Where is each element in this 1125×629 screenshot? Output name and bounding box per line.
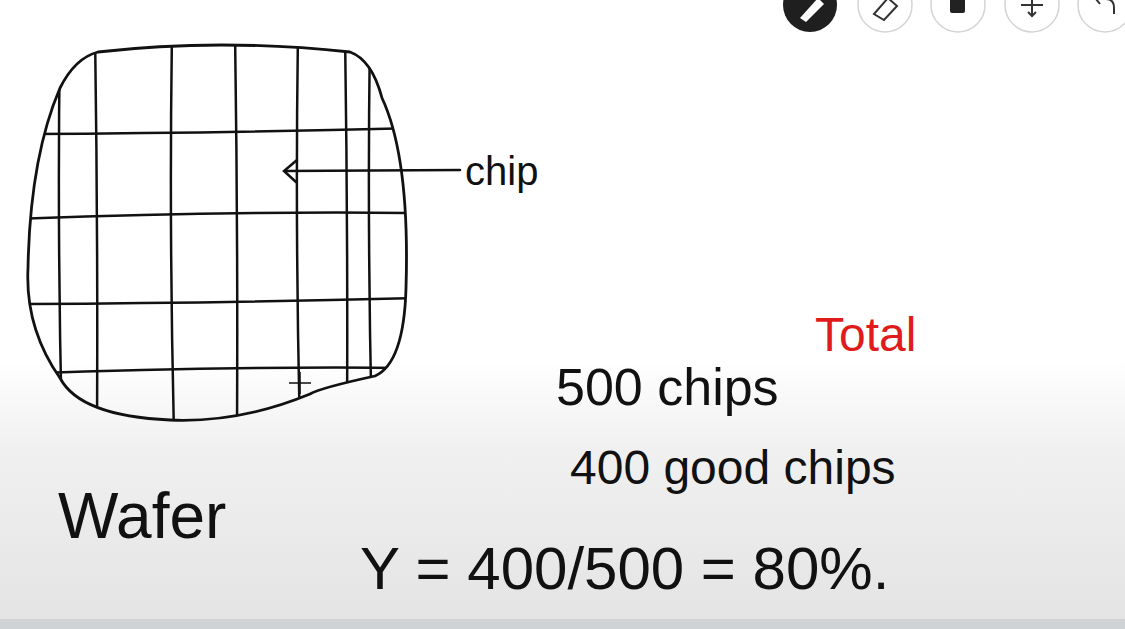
toolbar (783, 0, 1125, 32)
chip-grid (20, 38, 415, 430)
good-count: 400 good chips (570, 444, 896, 492)
bottom-bar (0, 619, 1125, 629)
yield-formula: Y = 400/500 = 80%. (360, 539, 889, 599)
total-count: 500 chips (556, 361, 779, 413)
wafer: Wafer (20, 38, 420, 430)
chip-label: chip (465, 151, 538, 191)
chip-leader (284, 160, 460, 182)
wafer-heading: Wafer (58, 484, 226, 548)
wafer-outline (20, 38, 420, 430)
total-note: Total (815, 311, 916, 359)
shade-band (0, 360, 1125, 620)
